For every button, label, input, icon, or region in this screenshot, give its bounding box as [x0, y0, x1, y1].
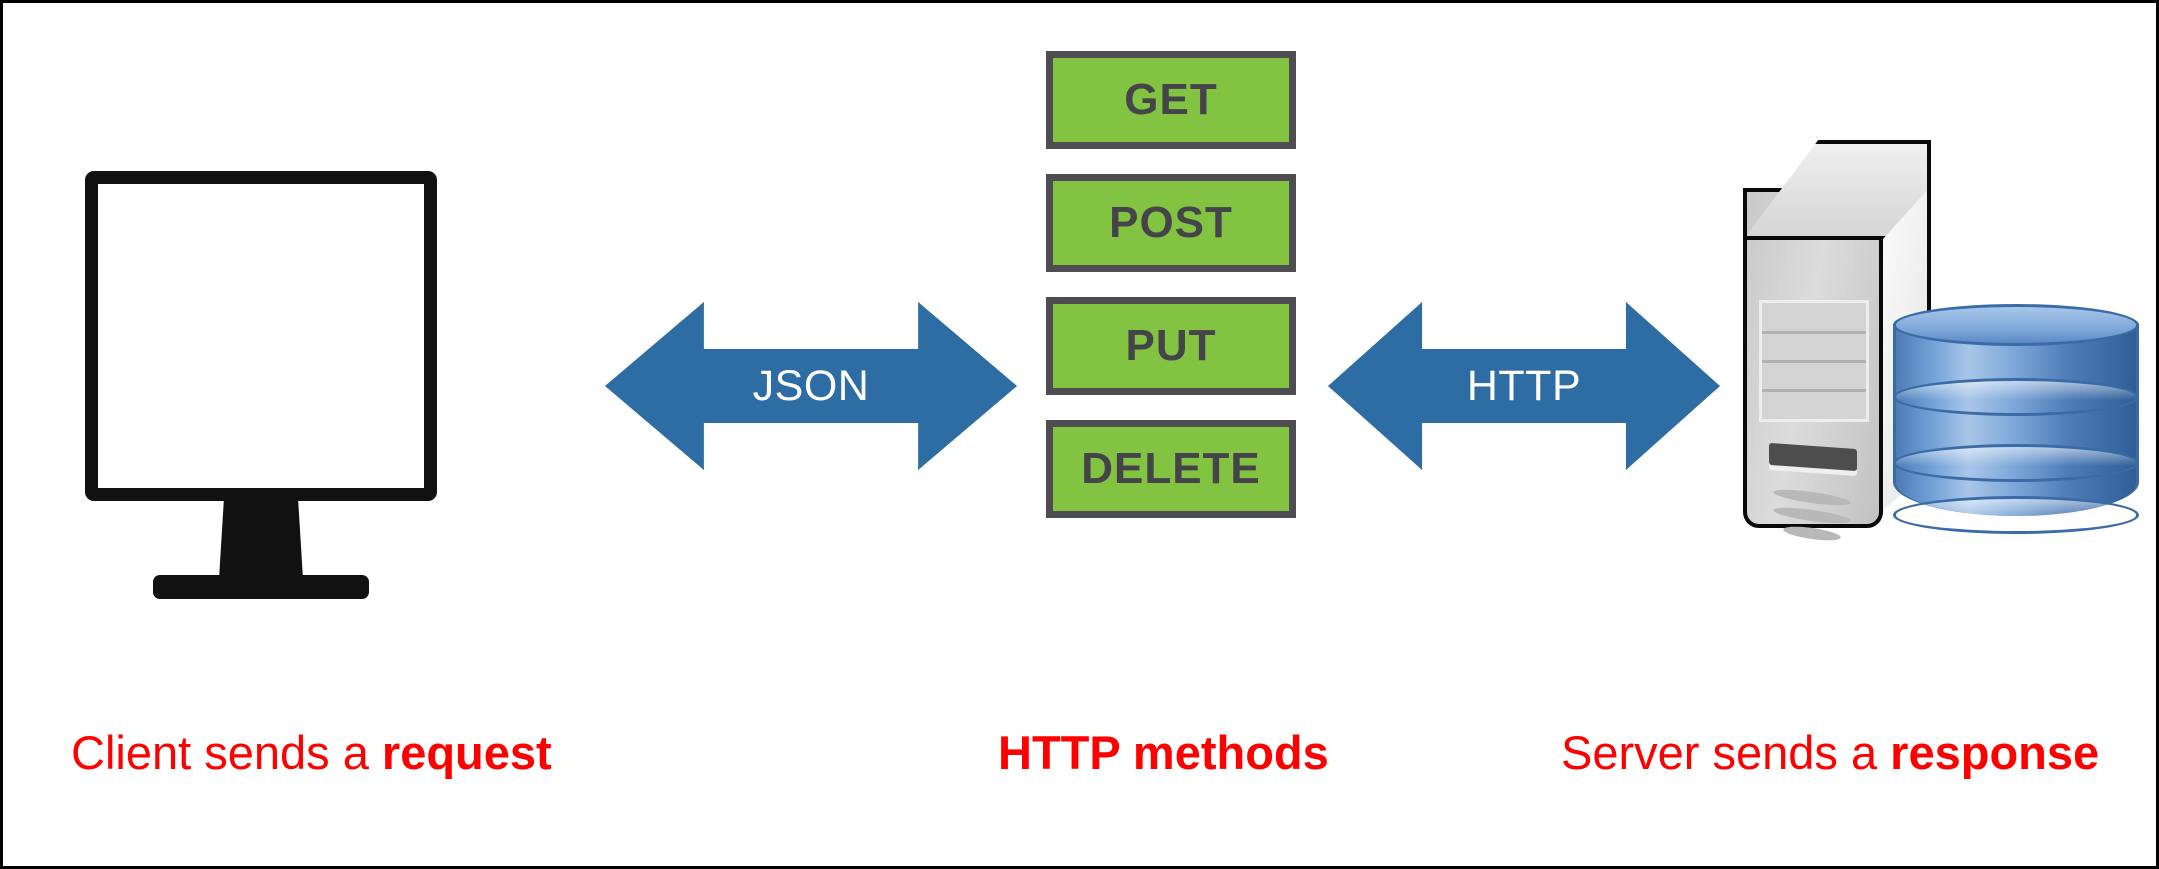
methods-caption: HTTP methods [998, 726, 1329, 779]
method-box-get[interactable]: GET [1046, 51, 1296, 149]
server-caption-emphasis: response [1890, 726, 2100, 779]
http-arrow-label: HTTP [1466, 361, 1582, 410]
client-caption: Client sends a request [71, 729, 552, 776]
desktop-monitor-icon [85, 171, 437, 599]
server-airflow-curve [1772, 504, 1852, 527]
database-ring [1893, 378, 2139, 416]
method-label-put: PUT [1125, 321, 1217, 370]
client-caption-prefix: Client sends a [71, 726, 382, 779]
monitor-bezel [85, 171, 437, 501]
method-box-post[interactable]: POST [1046, 174, 1296, 272]
client-caption-emphasis: request [381, 726, 552, 779]
server-tower-front-panel [1743, 188, 1883, 543]
database-cylinder-icon [1893, 294, 2139, 546]
database-ring [1893, 444, 2139, 482]
http-methods-list: GET POST PUT DELETE [1046, 51, 1296, 518]
monitor-neck [219, 497, 303, 579]
method-label-delete: DELETE [1081, 444, 1261, 493]
server-tower-database-icon [1743, 118, 2143, 548]
server-vent-line [1762, 331, 1866, 334]
server-vent-line [1762, 389, 1866, 392]
http-arrow: HTTP [1328, 302, 1720, 470]
monitor-base [153, 575, 369, 599]
method-label-get: GET [1124, 75, 1218, 124]
server-caption-prefix: Server sends a [1561, 726, 1891, 779]
json-arrow: JSON [605, 302, 1017, 470]
database-top-disc [1893, 304, 2139, 346]
server-airflow-curve [1782, 524, 1842, 543]
method-box-delete[interactable]: DELETE [1046, 420, 1296, 518]
monitor-screen [98, 184, 424, 488]
database-body [1893, 324, 2139, 516]
method-box-put[interactable]: PUT [1046, 297, 1296, 395]
server-vent-panel [1759, 300, 1869, 422]
server-drive-slot-icon [1769, 442, 1857, 472]
json-arrow-label: JSON [752, 361, 870, 410]
server-airflow-curve [1772, 486, 1852, 509]
database-ring [1893, 496, 2139, 534]
method-label-post: POST [1109, 198, 1233, 247]
server-vent-line [1762, 360, 1866, 363]
server-caption: Server sends a response [1561, 729, 2099, 776]
